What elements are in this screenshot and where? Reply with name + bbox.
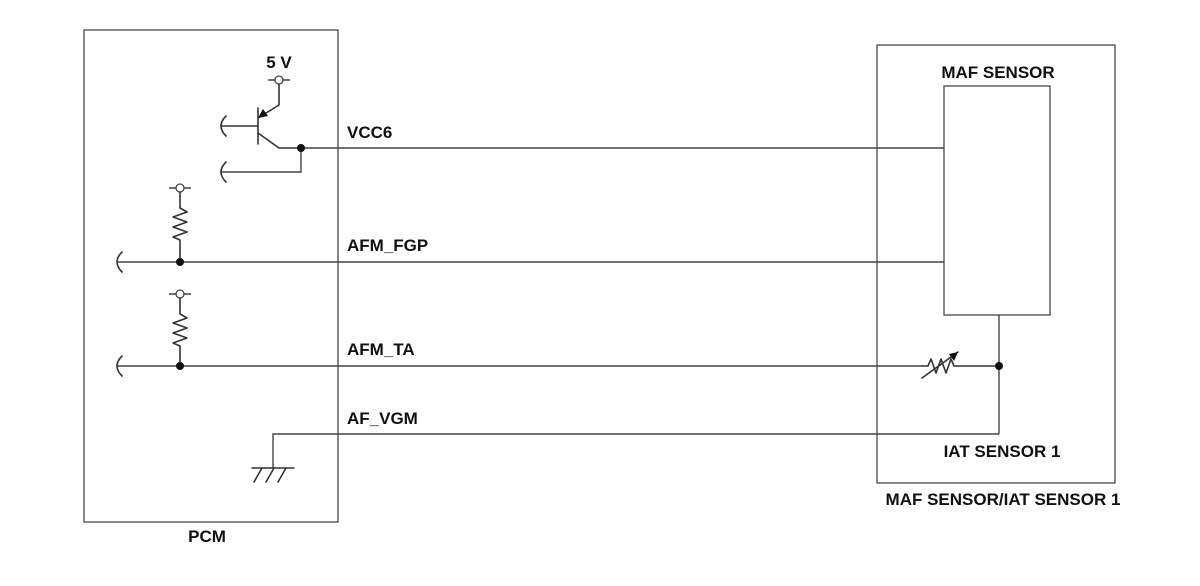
afm-fgp-label: AFM_FGP xyxy=(347,236,428,255)
vcc6-label: VCC6 xyxy=(347,123,392,142)
supply-terminal xyxy=(268,75,290,85)
maf-sensor-label: MAF SENSOR xyxy=(941,63,1054,82)
sensor-unit-label: MAF SENSOR/IAT SENSOR 1 xyxy=(886,490,1121,509)
iat-junction xyxy=(995,362,1003,370)
pcm-box xyxy=(83,29,339,523)
ta-pullup-resistor-icon xyxy=(172,297,188,367)
afm-ta-label: AFM_TA xyxy=(347,340,415,359)
fgp-pullup-terminal xyxy=(169,183,191,193)
maf-sensor-box xyxy=(943,85,1051,316)
iat-sensor-label: IAT SENSOR 1 xyxy=(944,442,1061,461)
af-vgm-wire xyxy=(272,433,999,468)
fgp-junction xyxy=(176,258,184,266)
af-vgm-label: AF_VGM xyxy=(347,409,418,428)
supply-voltage-label: 5 V xyxy=(266,53,292,72)
ground-icon xyxy=(251,467,295,483)
pcm-label: PCM xyxy=(188,527,226,546)
sensor-unit-box xyxy=(876,44,1116,484)
fgp-pullup-resistor-icon xyxy=(172,191,188,263)
transistor-icon xyxy=(220,83,302,149)
fgp-input-lead-icon xyxy=(116,251,123,273)
ta-pullup-terminal xyxy=(169,289,191,299)
transistor-feedback-lead xyxy=(220,148,302,183)
ta-input-lead-icon xyxy=(116,355,123,377)
vcc6-junction xyxy=(297,144,305,152)
thermistor-icon xyxy=(921,351,1000,379)
ta-junction xyxy=(176,362,184,370)
